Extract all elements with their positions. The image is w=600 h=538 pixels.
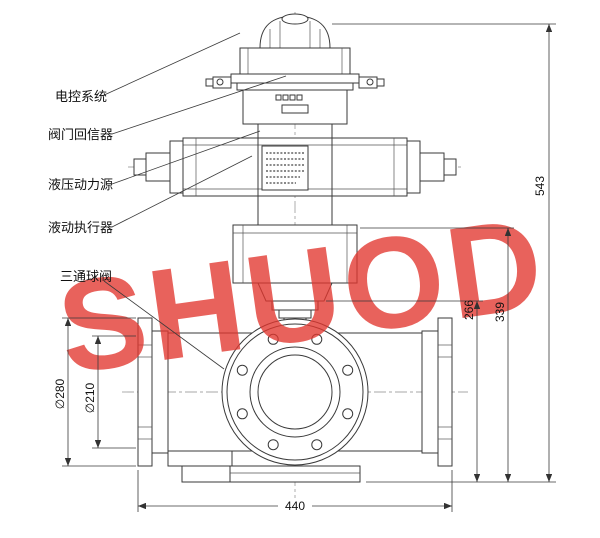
actuator-yoke: [257, 124, 333, 228]
dimension-bottom: 440: [137, 470, 453, 513]
part-labels: 电控系统 阀门回信器 液压动力源 液动执行器 三通球阀: [48, 32, 287, 370]
dim-face-to-face: 440: [285, 499, 305, 513]
flange-bolts: [236, 333, 354, 451]
label-electric-control: 电控系统: [55, 89, 107, 104]
dim-overall-height: 543: [533, 176, 547, 196]
dim-flange-od: ∅280: [53, 378, 67, 409]
label-hydraulic-power: 液压动力源: [48, 177, 113, 192]
label-valve-feedback: 阀门回信器: [48, 127, 113, 142]
side-flanges: [137, 317, 453, 483]
electric-control-box: [205, 13, 385, 91]
nameplate: [261, 145, 309, 191]
dimension-right: 543 339 266: [326, 23, 556, 483]
label-three-way-ball-valve: 三通球阀: [60, 269, 112, 284]
valve-body: [221, 318, 369, 466]
dimension-left: ∅280 ∅210: [53, 317, 136, 467]
dim-center-height: 266: [462, 300, 476, 320]
label-hydraulic-actuator: 液动执行器: [48, 220, 113, 235]
dim-stem-height: 339: [493, 302, 507, 322]
valve-feedback-unit: [242, 89, 348, 125]
dim-bolt-circle: ∅210: [83, 382, 97, 413]
